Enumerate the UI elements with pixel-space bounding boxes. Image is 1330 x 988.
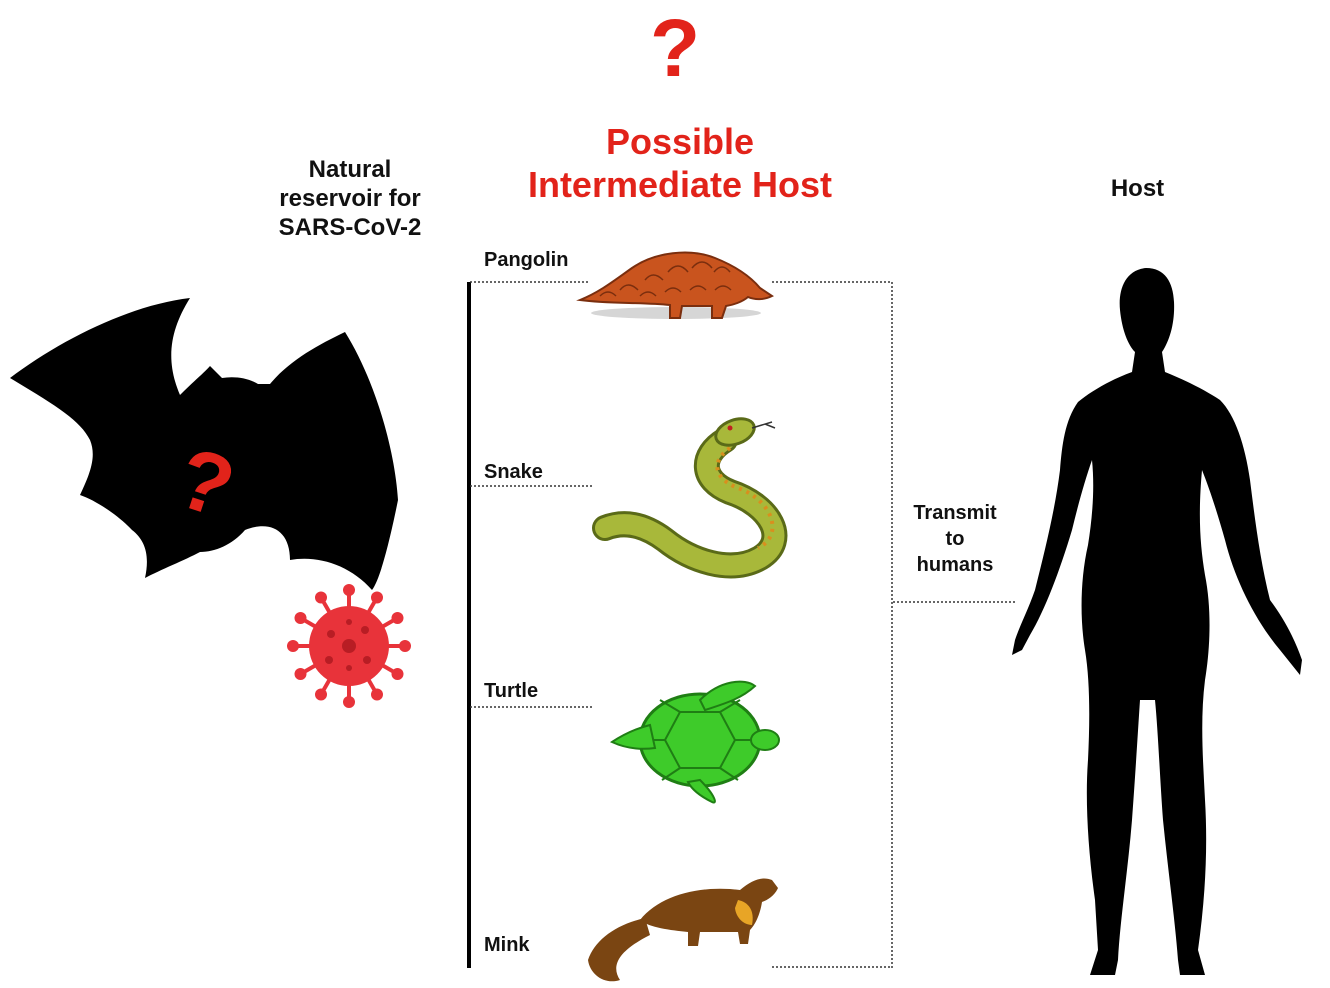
- virus-spike-tip: [343, 584, 355, 596]
- virus-spike-tip: [343, 696, 355, 708]
- virus-icon: [287, 584, 411, 708]
- turtle-icon: [612, 682, 779, 803]
- virus-spot: [363, 656, 371, 664]
- virus-spike-tip: [371, 592, 383, 604]
- snake-icon: [605, 414, 775, 566]
- virus-spot: [327, 630, 335, 638]
- virus-spike-tip: [399, 640, 411, 652]
- virus-spot: [361, 626, 369, 634]
- virus-spike-tip: [391, 612, 403, 624]
- virus-spike-tip: [315, 688, 327, 700]
- virus-spike-tip: [391, 668, 403, 680]
- virus-spot: [346, 619, 352, 625]
- pangolin-icon: [580, 253, 772, 319]
- mink-icon: [588, 878, 778, 981]
- virus-spot: [346, 665, 352, 671]
- virus-spot: [342, 639, 356, 653]
- virus-spike-tip: [315, 592, 327, 604]
- connector-lines: [469, 282, 1016, 968]
- virus-spike-tip: [295, 668, 307, 680]
- virus-spike-tip: [371, 688, 383, 700]
- virus-spike-tip: [287, 640, 299, 652]
- virus-spike-tip: [295, 612, 307, 624]
- virus-spot: [325, 656, 333, 664]
- human-silhouette-icon: [1012, 268, 1302, 975]
